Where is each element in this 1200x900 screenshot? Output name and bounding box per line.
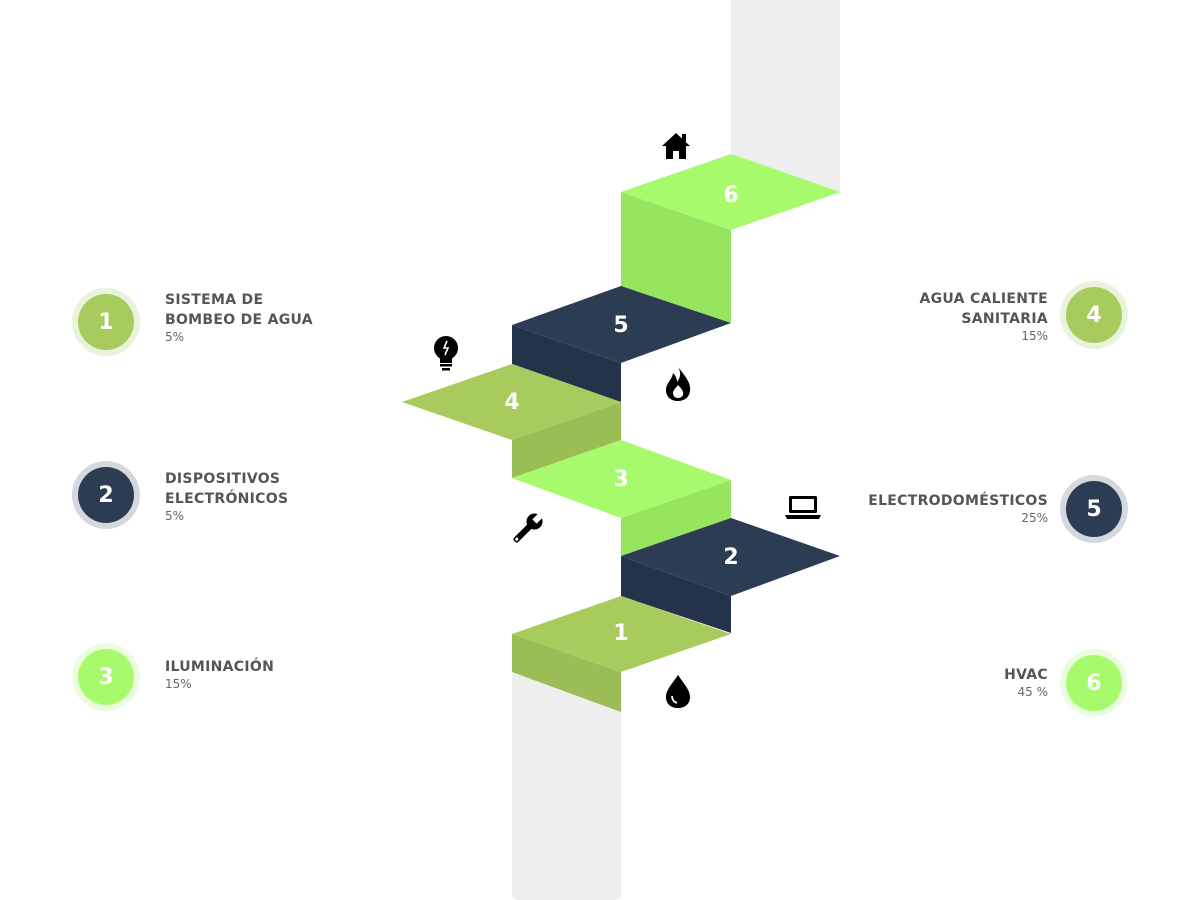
step-3-tread — [512, 440, 731, 518]
legend-text: ELECTRODOMÉSTICOS 25% — [848, 475, 1048, 525]
fire-icon — [666, 367, 691, 401]
legend-badge: 2 — [78, 467, 134, 523]
step-1-riser — [512, 634, 621, 712]
legend-item-4: 4 AGUA CALIENTE SANITARIA 15% — [878, 281, 1128, 349]
step-5-tread — [512, 286, 731, 363]
legend-percent: 15% — [1021, 329, 1048, 343]
legend-badge: 5 — [1066, 481, 1122, 537]
house-icon — [662, 133, 690, 159]
step-4-number: 4 — [504, 390, 519, 415]
legend-percent: 25% — [1021, 511, 1048, 525]
step-1-tread — [512, 596, 731, 672]
legend-item-5: 5 ELECTRODOMÉSTICOS 25% — [848, 475, 1128, 543]
legend-item-2: 2 DISPOSITIVOS ELECTRÓNICOS 5% — [72, 461, 335, 529]
legend-badge-ring: 4 — [1060, 281, 1128, 349]
step-3-riser — [621, 480, 731, 556]
step-2-number: 2 — [723, 545, 738, 570]
step-5-number: 5 — [613, 313, 628, 338]
legend-badge: 6 — [1066, 655, 1122, 711]
legend-text: SISTEMA DE BOMBEO DE AGUA 5% — [165, 288, 335, 344]
water-drop-icon — [666, 675, 690, 708]
laptop-icon — [785, 496, 821, 519]
pillar-bottom — [512, 670, 621, 900]
lightbulb-icon — [434, 336, 458, 371]
legend-badge-ring: 2 — [72, 461, 140, 529]
step-2-riser — [621, 556, 731, 633]
legend-text: AGUA CALIENTE SANITARIA 15% — [878, 281, 1048, 343]
wrench-icon — [513, 512, 544, 543]
legend-item-6: 6 HVAC 45 % — [878, 649, 1128, 717]
legend-percent: 5% — [165, 509, 185, 523]
legend-percent: 5% — [165, 330, 185, 344]
legend-text: DISPOSITIVOS ELECTRÓNICOS 5% — [165, 461, 335, 523]
legend-item-3: 3 ILUMINACIÓN 15% — [72, 643, 335, 711]
legend-percent: 45 % — [1017, 685, 1049, 699]
step-6-tread — [621, 154, 840, 230]
legend-percent: 15% — [165, 677, 192, 691]
legend-badge: 3 — [78, 649, 134, 705]
legend-title: AGUA CALIENTE SANITARIA — [919, 291, 1048, 327]
legend-text: HVAC 45 % — [878, 649, 1048, 699]
legend-title: HVAC — [1004, 667, 1048, 683]
step-5-riser — [512, 325, 621, 402]
step-6-riser — [621, 192, 731, 323]
legend-badge-ring: 1 — [72, 288, 140, 356]
legend-badge-ring: 5 — [1060, 475, 1128, 543]
legend-item-1: 1 SISTEMA DE BOMBEO DE AGUA 5% — [72, 288, 335, 356]
legend-badge-ring: 6 — [1060, 649, 1128, 717]
step-2-tread — [621, 518, 840, 596]
legend-title: SISTEMA DE BOMBEO DE AGUA — [165, 292, 313, 328]
legend-title: DISPOSITIVOS ELECTRÓNICOS — [165, 471, 289, 507]
legend-title: ILUMINACIÓN — [165, 659, 275, 675]
legend-text: ILUMINACIÓN 15% — [165, 643, 335, 691]
legend-badge: 1 — [78, 294, 134, 350]
step-3-number: 3 — [613, 467, 628, 492]
step-4-riser — [512, 402, 621, 478]
legend-badge-ring: 3 — [72, 643, 140, 711]
legend-badge: 4 — [1066, 287, 1122, 343]
legend-title: ELECTRODOMÉSTICOS — [868, 493, 1048, 509]
step-6-number: 6 — [723, 183, 738, 208]
step-1-number: 1 — [613, 621, 628, 646]
step-4-tread — [402, 364, 621, 440]
